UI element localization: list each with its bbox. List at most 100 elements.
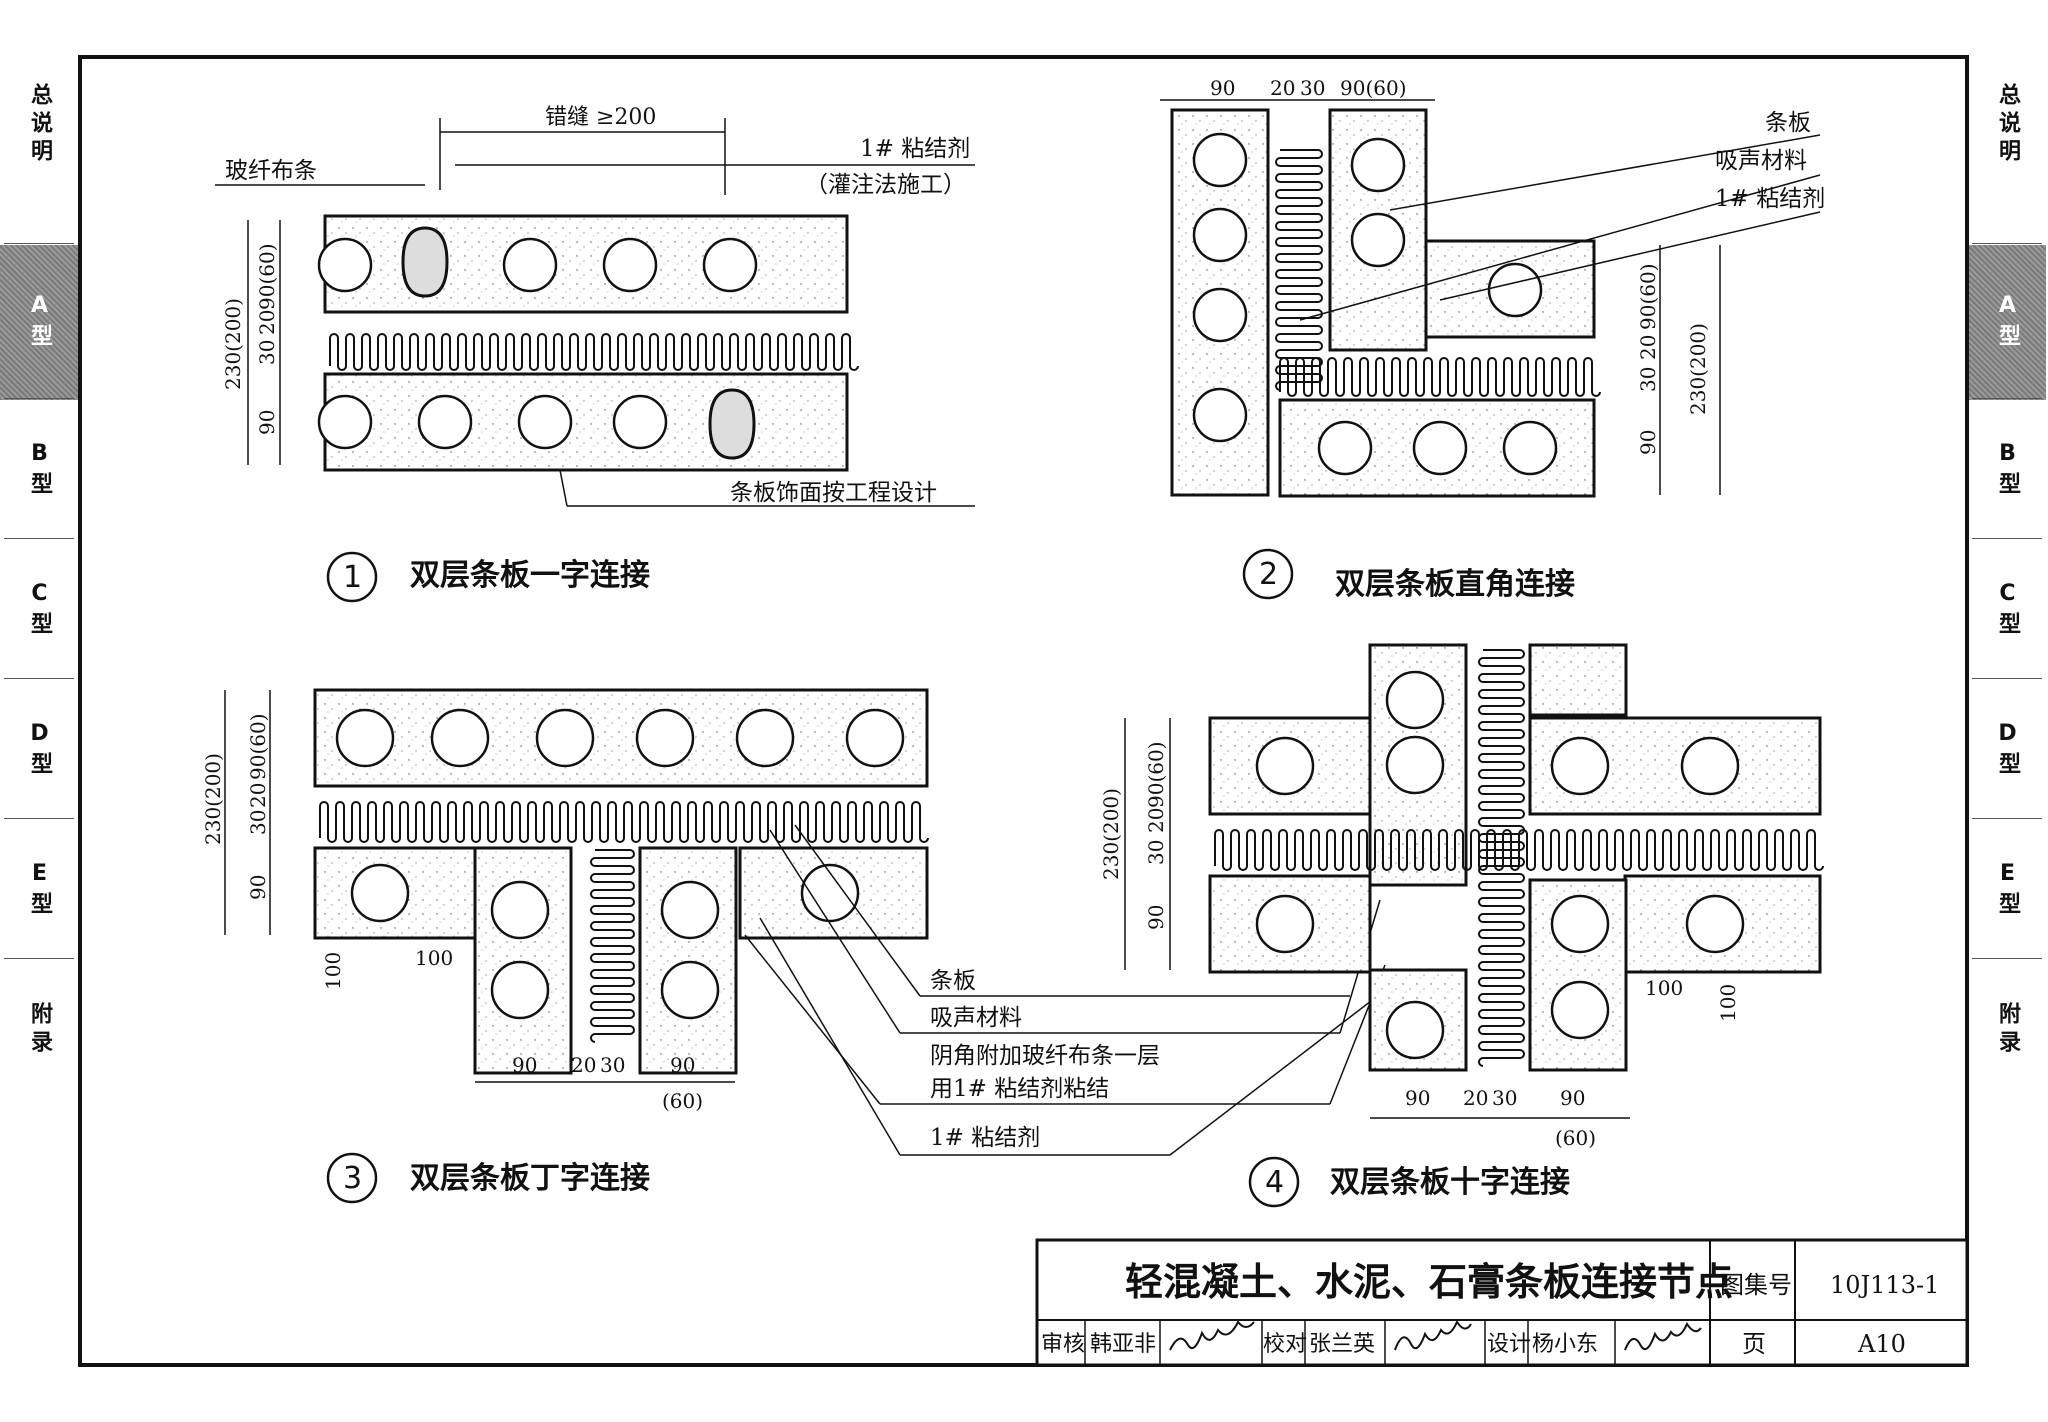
right-tab-5[interactable]: E型 [1968, 820, 2046, 960]
right-tab-3[interactable]: C型 [1968, 540, 2046, 680]
panel-hole [1550, 894, 1610, 954]
right-tab-label: A型 [1995, 293, 2020, 352]
d4-title: 双层条板十字连接 [1330, 1165, 1570, 1200]
panel-hole [317, 394, 373, 450]
d2-dim-90: 90 [1210, 76, 1235, 100]
right-tab-1[interactable]: A型 [1968, 245, 2046, 400]
d2-num: 2 [1259, 557, 1278, 592]
panel-hole [1685, 894, 1745, 954]
d2-dim-20: 20 [1270, 76, 1295, 100]
sound-absorbing-wave [590, 849, 635, 1043]
d3-dim-b60: (60) [662, 1089, 703, 1113]
tb-atlas-no: 10J113-1 [1830, 1271, 1939, 1299]
d4-dim-9060: 90(60) [1144, 741, 1168, 808]
d2-dim-v9060: 90(60) [1636, 263, 1660, 330]
right-tab-2[interactable]: B型 [1968, 400, 2046, 540]
left-tab-3[interactable]: C型 [0, 540, 78, 680]
tb-check-label: 校对 [1263, 1332, 1307, 1357]
panel-hole [490, 960, 550, 1020]
panel-hole [845, 708, 905, 768]
d1-title: 双层条板一字连接 [410, 558, 650, 593]
panel-hole [350, 863, 410, 923]
panel-hole [317, 237, 373, 293]
panel-hole [502, 237, 558, 293]
tab-divider [4, 678, 74, 679]
left-tab-2[interactable]: B型 [0, 400, 78, 540]
d4-dim-b90b: 90 [1560, 1086, 1585, 1110]
right-tab-6[interactable]: 附录 [1968, 960, 2046, 1100]
d4-dim-90: 90 [1144, 905, 1168, 930]
left-tab-5[interactable]: E型 [0, 820, 78, 960]
panel-hole [635, 708, 695, 768]
tb-page-label: 页 [1742, 1330, 1766, 1358]
detail-4: 230(200) 90(60) 20 30 90 100 100 90 20 3… [1099, 643, 1824, 1208]
d2-dim-230: 230(200) [1686, 323, 1710, 415]
d3-dim-100b: 100 [415, 946, 453, 970]
d4-num: 4 [1265, 1165, 1284, 1200]
tb-title: 轻混凝土、水泥、石膏条板连接节点 [1125, 1260, 1733, 1304]
sheet-frame [78, 55, 1969, 1367]
tab-divider [1972, 538, 2042, 539]
d1-dim-top: 错缝 ≥200 [545, 105, 656, 130]
panel-hole [1550, 980, 1610, 1040]
d4-dim-b60: (60) [1555, 1126, 1596, 1150]
d1-label-adhesive-note: （灌注法施工） [805, 172, 966, 198]
left-tab-0[interactable]: 总说明 [0, 55, 78, 195]
panel-hole [735, 708, 795, 768]
right-tab-4[interactable]: D型 [1968, 680, 2046, 820]
d4-dim-b20: 20 [1463, 1086, 1488, 1110]
d4-dim-30: 30 [1144, 840, 1168, 865]
detail-1: 错缝 ≥200 230(200) 90(60) 20 30 90 玻纤布条 1#… [215, 105, 975, 603]
detail-3: 230(200) 90(60) 20 30 90 100 100 90 20 3… [201, 688, 929, 1204]
tb-review-name: 韩亚非 [1090, 1332, 1156, 1357]
d1-dim-20: 20 [255, 310, 279, 335]
d2-dim-9060: 90(60) [1340, 76, 1407, 100]
panel-hole [1192, 287, 1248, 343]
tab-divider [4, 538, 74, 539]
panel-hole [1192, 207, 1248, 263]
d3-dim-20: 20 [246, 783, 270, 808]
d2-dim-30: 30 [1300, 76, 1325, 100]
panel-hole [1412, 420, 1468, 476]
right-tab-label: E型 [1995, 860, 2020, 920]
panel-hole [430, 708, 490, 768]
panel-hole [1192, 132, 1248, 188]
panel-hole [1385, 670, 1445, 730]
right-tab-0[interactable]: 总说明 [1968, 55, 2046, 195]
right-tab-label: B型 [1995, 440, 2020, 500]
d1-num: 1 [343, 560, 362, 595]
panel-hole [335, 708, 395, 768]
d1-dim-9060: 90(60) [255, 243, 279, 310]
d3-dim-30: 30 [246, 810, 270, 835]
label-sound: 吸声材料 [930, 1005, 1022, 1031]
sound-absorbing-wave [1275, 149, 1323, 391]
d2-dim-v90: 90 [1636, 430, 1660, 455]
left-tab-6[interactable]: 附录 [0, 960, 78, 1100]
d4-dim-100a: 100 [1645, 976, 1683, 1000]
d3-dim-b30: 30 [600, 1053, 625, 1077]
d2-label-panel: 条板 [1765, 110, 1811, 136]
signature-design [1624, 1321, 1702, 1351]
right-tab-label: C型 [1995, 580, 2020, 640]
d3-dim-b90: 90 [512, 1053, 537, 1077]
tab-divider [4, 398, 74, 399]
panel-hole [1680, 736, 1740, 796]
label-corner-1: 阴角附加玻纤布条一层 [930, 1043, 1160, 1069]
d2-title: 双层条板直角连接 [1335, 567, 1575, 602]
d3-dim-b20: 20 [571, 1053, 596, 1077]
sound-absorbing-wave [1279, 357, 1601, 397]
tab-divider [1972, 818, 2042, 819]
d3-dim-b90b: 90 [670, 1053, 695, 1077]
tab-divider [1972, 398, 2042, 399]
left-tab-1[interactable]: A型 [0, 245, 78, 400]
right-tab-bar: 总说明 A型 B型 C型 D型 E型附录 [1968, 55, 2046, 1365]
d1-dim-30: 30 [255, 340, 279, 365]
panel-hole [702, 237, 758, 293]
d2-dim-v20: 20 [1636, 335, 1660, 360]
left-tab-4[interactable]: D型 [0, 680, 78, 820]
right-tab-label: 附录 [1995, 1002, 2020, 1058]
left-tab-label: E型 [27, 860, 52, 920]
d4-dim-230: 230(200) [1099, 788, 1123, 880]
panel-hole [1350, 212, 1406, 268]
